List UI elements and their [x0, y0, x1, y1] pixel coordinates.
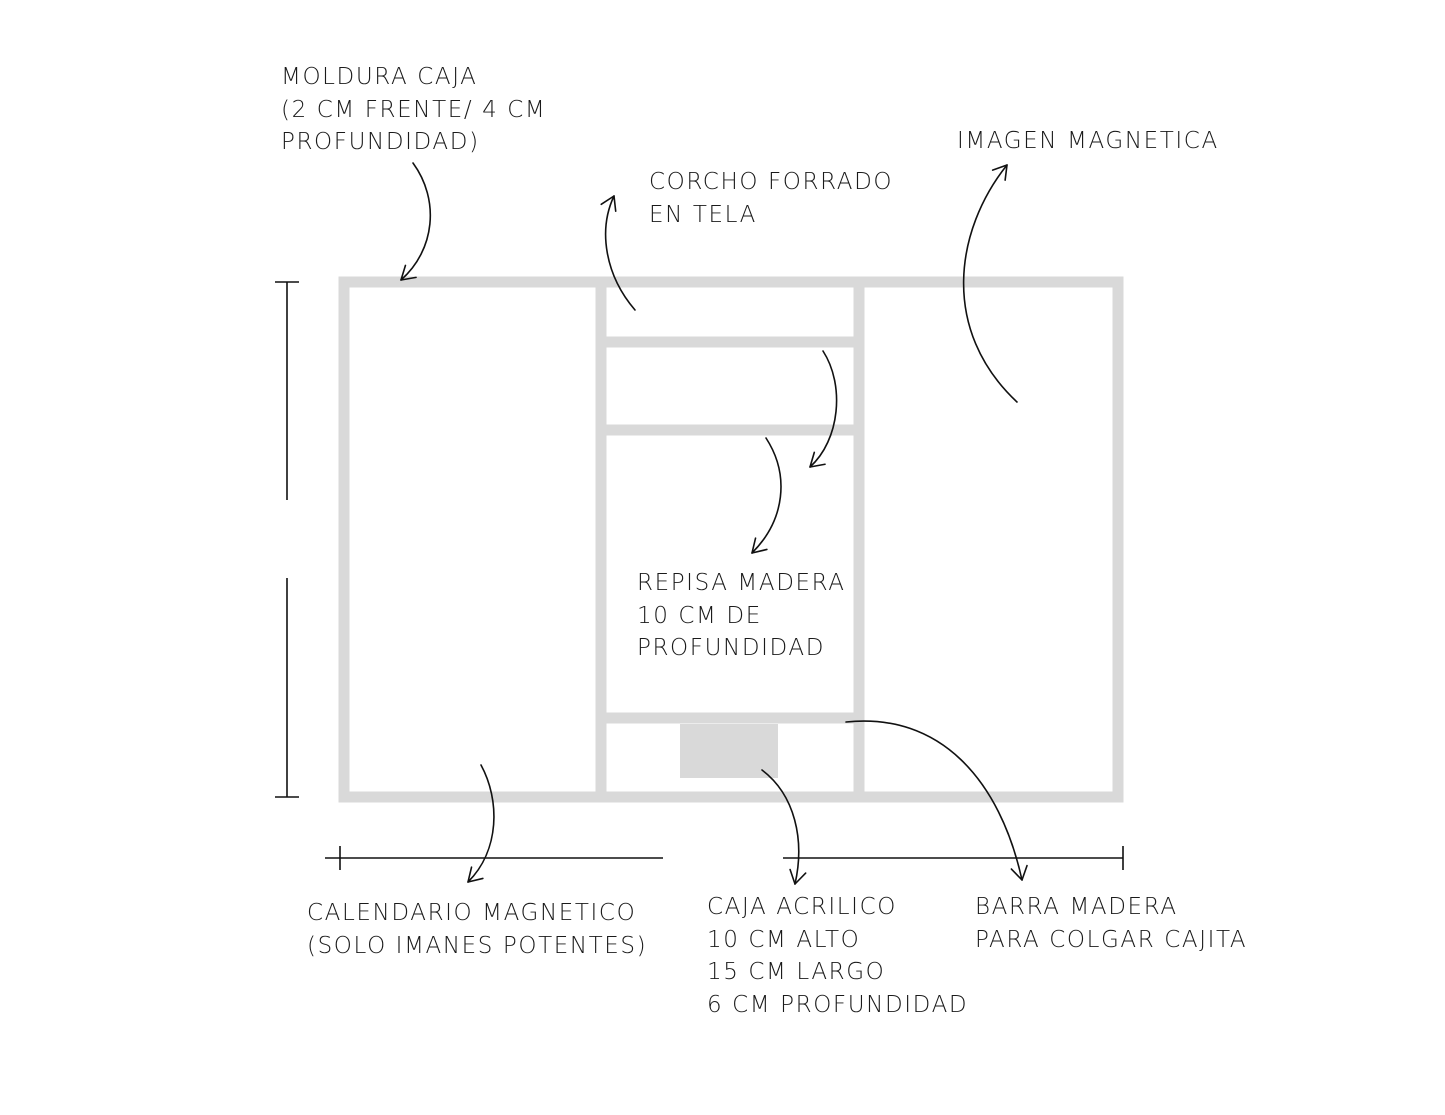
label-calendario: CALENDARIO MAGNETICO (SOLO IMANES POTENT… — [307, 900, 648, 959]
moldura-arrow — [400, 162, 432, 281]
outer-frame — [338, 276, 1124, 803]
label-barra: BARRA MADERA PARA COLGAR CAJITA — [975, 894, 1248, 953]
barra-arrow — [845, 720, 1028, 881]
repisa-arrow — [751, 437, 782, 554]
label-repisa: REPISA MADERA 10 CM DE PROFUNDIDAD — [637, 570, 846, 661]
label-corcho: CORCHO FORRADO EN TELA — [649, 169, 894, 228]
calendario-arrow — [467, 764, 495, 883]
label-caja: CAJA ACRILICO 10 CM ALTO 15 CM LARGO 6 C… — [707, 894, 969, 1018]
label-imagen: IMAGEN MAGNETICA — [957, 128, 1219, 154]
acrylic-box — [680, 724, 778, 778]
cork-lower-arrow — [809, 350, 838, 468]
caja-arrow — [761, 769, 807, 885]
width-dimension — [325, 846, 1124, 870]
corcho-arrow — [600, 195, 636, 311]
label-moldura: MOLDURA CAJA (2 CM FRENTE/ 4 CM PROFUNDI… — [281, 64, 547, 155]
height-dimension — [275, 281, 299, 798]
imagen-arrow — [962, 164, 1018, 403]
